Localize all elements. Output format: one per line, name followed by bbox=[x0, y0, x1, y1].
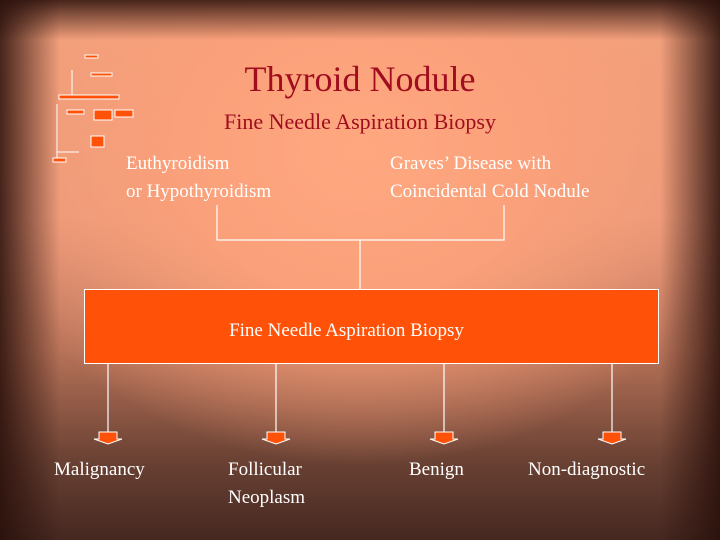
arrow-icon bbox=[261, 431, 291, 445]
input-line: Coincidental Cold Nodule bbox=[390, 181, 590, 202]
fna-biopsy-label: Fine Needle Aspiration Biopsy bbox=[229, 320, 464, 341]
outcome-line: Malignancy bbox=[54, 459, 145, 480]
outcome-line: Non-diagnostic bbox=[528, 459, 646, 480]
input-line: Graves’ Disease with bbox=[390, 153, 552, 174]
input-graves: Graves’ Disease with Coincidental Cold N… bbox=[390, 150, 589, 206]
slide-title: Thyroid Nodule bbox=[244, 59, 476, 99]
input-euthyroidism: Euthyroidism or Hypothyroidism bbox=[126, 150, 271, 206]
arrow-icon bbox=[597, 431, 627, 445]
input-line: or Hypothyroidism bbox=[126, 181, 272, 202]
fna-biopsy-box: Fine Needle Aspiration Biopsy bbox=[84, 289, 659, 364]
outcome-line: Neoplasm bbox=[228, 487, 306, 508]
flowchart-thumbnail bbox=[52, 54, 134, 163]
outcome-non-diagnostic: Non-diagnostic bbox=[528, 456, 645, 484]
outcome-line: Follicular bbox=[228, 459, 302, 480]
outcome-malignancy: Malignancy bbox=[54, 456, 145, 484]
arrow-icon bbox=[93, 431, 123, 445]
slide-subtitle: Fine Needle Aspiration Biopsy bbox=[224, 109, 496, 134]
input-line: Euthyroidism bbox=[126, 153, 230, 174]
arrow-icon bbox=[429, 431, 459, 445]
outcome-line: Benign bbox=[409, 459, 464, 480]
outcome-benign: Benign bbox=[409, 456, 464, 484]
outcome-follicular-neoplasm: Follicular Neoplasm bbox=[228, 456, 305, 512]
